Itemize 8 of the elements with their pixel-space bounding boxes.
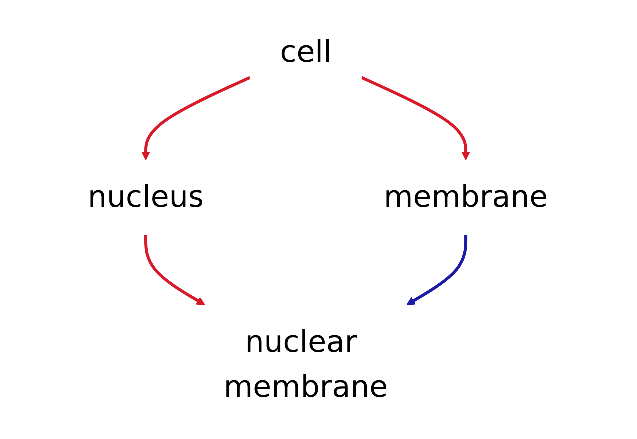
arrow (144, 234, 206, 305)
node-text: membrane (384, 180, 549, 214)
node-text: cell (280, 34, 332, 70)
node-text: nucleus (88, 180, 204, 214)
arrow (142, 76, 252, 160)
arrow (362, 76, 471, 160)
arrow (407, 234, 468, 305)
node-text: nuclear membrane (224, 324, 389, 404)
